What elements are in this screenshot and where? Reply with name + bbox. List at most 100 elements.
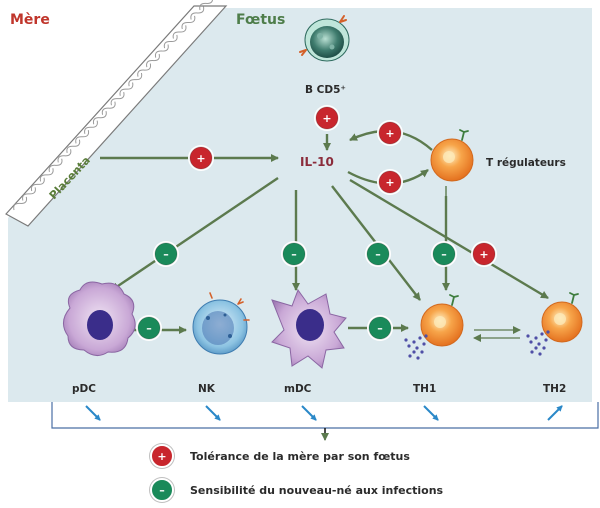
secretion-dot	[538, 352, 542, 356]
th2-trend-up-icon	[547, 405, 563, 421]
secretion-dot	[415, 346, 419, 350]
plus-badge-il10-to-treg: +	[377, 169, 403, 195]
minus-badge-mdc-sign: –	[291, 248, 297, 261]
th1-trend-down-icon	[423, 405, 439, 421]
minus-badge-pdc-nk: –	[136, 315, 162, 341]
fetus-region	[8, 8, 592, 402]
mother-label: Mère	[10, 12, 50, 28]
nk-trend-down-icon	[205, 405, 221, 421]
badge-layer: + + + + – – – – + – –	[136, 105, 497, 341]
minus-badge-treg-th1-sign: –	[441, 248, 447, 261]
secretion-dot	[420, 350, 424, 354]
placenta-wave	[30, 177, 45, 192]
secretion-dot	[530, 350, 534, 354]
plus-badge-treg-to-il10: +	[377, 120, 403, 146]
placenta-wave	[190, 6, 205, 20]
placenta-wave	[172, 25, 187, 39]
placenta-wave	[199, 0, 214, 11]
secretion-dot	[546, 330, 550, 334]
mdc-cell-icon	[271, 288, 347, 369]
nk-label: NK	[198, 383, 216, 395]
minus-badge-th1: –	[365, 241, 391, 267]
legend-plus-text: Tolérance de la mère par son fœtus	[190, 449, 410, 463]
bcd5-label: B CD5⁺	[305, 84, 346, 96]
plus-badge-il10-to-treg-sign: +	[385, 176, 394, 189]
secretion-dot	[412, 340, 416, 344]
secretion-dot	[534, 346, 538, 350]
pdc-label: pDC	[72, 383, 96, 395]
placenta-wave	[181, 15, 196, 30]
plus-badge-bcd5: +	[314, 105, 340, 131]
trend-arrow-layer	[85, 405, 563, 421]
secretion-dot	[540, 332, 544, 336]
arrow-il10-to-th2	[349, 178, 549, 300]
placenta-wave	[13, 196, 28, 211]
secretion-dot	[418, 336, 422, 340]
placenta-wave	[110, 91, 125, 106]
placenta-wave	[154, 44, 169, 58]
secretion-dot	[422, 342, 426, 346]
plus-badge-bcd5-sign: +	[322, 112, 331, 125]
plus-badge-placenta-sign: +	[196, 152, 205, 165]
placenta-band: Placenta	[5, 0, 228, 227]
mdc-label: mDC	[284, 383, 312, 395]
th1-cell-icon	[404, 294, 464, 360]
pdc-cell-icon	[63, 281, 136, 356]
placenta-wave	[22, 187, 36, 201]
placenta-wave	[163, 34, 178, 49]
legend-plus-row: + Tolérance de la mère par son fœtus	[150, 444, 510, 468]
minus-badge-pdc-nk-sign: –	[146, 322, 152, 335]
secretion-dot	[408, 354, 412, 358]
plus-badge-th2-sign: +	[479, 248, 488, 261]
minus-badge-mdc: –	[281, 241, 307, 267]
secretion-dot	[404, 338, 408, 342]
th1-label: TH1	[413, 383, 436, 395]
placenta-wave	[39, 168, 54, 182]
th2-label: TH2	[543, 383, 566, 395]
treg-label: T régulateurs	[486, 157, 566, 169]
placenta-wave	[119, 82, 134, 96]
summary-bracket	[51, 402, 599, 441]
secretion-dot	[534, 336, 538, 340]
secretion-dot	[416, 356, 420, 360]
placenta-wave	[92, 111, 107, 125]
arrow-il10-to-pdc	[111, 177, 279, 291]
secretion-dot	[542, 346, 546, 350]
minus-badge-icon: –	[150, 478, 174, 502]
placenta-wave	[146, 53, 160, 68]
secretion-dot	[407, 344, 411, 348]
secretion-dot	[526, 334, 530, 338]
secretion-dot	[412, 350, 416, 354]
th2-cell-icon	[526, 292, 583, 356]
placenta-wave	[75, 130, 90, 144]
minus-badge-pdc: –	[153, 241, 179, 267]
secretion-dot	[529, 340, 533, 344]
plus-badge-icon: +	[150, 444, 174, 468]
plus-badge-placenta: +	[188, 145, 214, 171]
minus-badge-mdc-th1-sign: –	[377, 322, 383, 335]
placenta-wave	[57, 149, 72, 163]
minus-badge-th1-sign: –	[375, 248, 381, 261]
minus-badge-pdc-sign: –	[163, 248, 169, 261]
plus-badge-th2: +	[471, 241, 497, 267]
plus-badge-treg-to-il10-sign: +	[385, 127, 394, 140]
placenta-wave	[137, 63, 152, 77]
treg-cell-icon	[430, 129, 474, 182]
nk-cell-icon	[192, 292, 250, 355]
placenta-wave	[48, 158, 63, 173]
placenta-wave	[101, 101, 116, 115]
secretion-dot	[537, 342, 541, 346]
minus-badge-mdc-th1: –	[367, 315, 393, 341]
secretion-dot	[544, 338, 548, 342]
legend-minus-row: – Sensibilité du nouveau-né aux infectio…	[150, 478, 510, 502]
placenta-wave	[128, 72, 143, 87]
placenta-wave	[84, 120, 98, 134]
fetus-label: Fœtus	[236, 12, 285, 28]
il10-label: IL-10	[300, 155, 334, 169]
legend-minus-text: Sensibilité du nouveau-né aux infections	[190, 483, 444, 497]
placenta-wave	[66, 139, 81, 153]
secretion-dot	[424, 334, 428, 338]
bcd5-cell-icon	[299, 15, 350, 62]
